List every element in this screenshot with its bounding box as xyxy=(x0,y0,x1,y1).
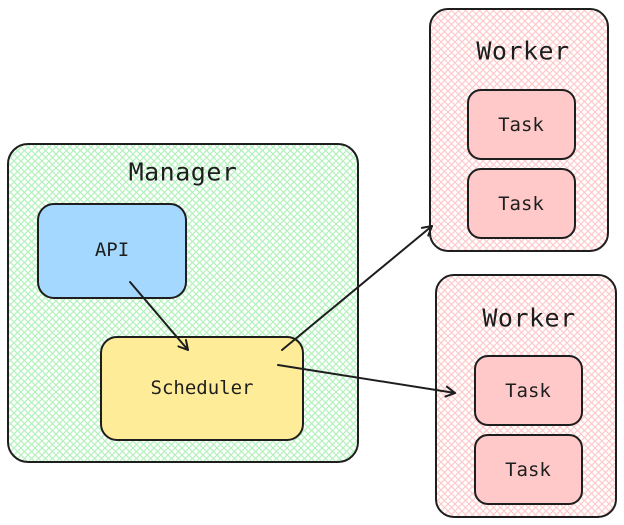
worker-1-task-1[interactable]: Task xyxy=(467,89,576,160)
scheduler-label: Scheduler xyxy=(151,377,254,399)
task-label: Task xyxy=(505,380,551,402)
arrow-scheduler-to-worker-2 xyxy=(277,364,456,398)
task-box xyxy=(467,168,576,239)
api-node[interactable]: API xyxy=(37,203,187,299)
worker-2-task-2[interactable]: Task xyxy=(474,434,583,505)
worker-container-2[interactable]: Worker Task Task xyxy=(435,274,617,518)
worker-2-outline xyxy=(435,274,617,518)
api-box xyxy=(37,203,187,299)
worker-2-title: Worker xyxy=(482,304,575,333)
scheduler-node[interactable]: Scheduler xyxy=(100,336,304,441)
task-label: Task xyxy=(505,459,551,481)
arrow-scheduler-to-worker-1 xyxy=(281,225,433,351)
manager-outline xyxy=(7,143,359,463)
worker-2-task-1[interactable]: Task xyxy=(474,355,583,426)
task-box xyxy=(474,355,583,426)
task-label: Task xyxy=(498,193,544,215)
worker-1-outline xyxy=(429,8,609,252)
manager-title: Manager xyxy=(129,158,238,187)
task-label: Task xyxy=(498,114,544,136)
task-box xyxy=(467,89,576,160)
worker-container-1[interactable]: Worker Task Task xyxy=(429,8,609,252)
api-label: API xyxy=(95,239,129,261)
task-box xyxy=(474,434,583,505)
arrow-api-to-scheduler xyxy=(129,281,189,351)
worker-1-title: Worker xyxy=(476,37,569,66)
worker-1-task-2[interactable]: Task xyxy=(467,168,576,239)
scheduler-box xyxy=(100,336,304,441)
